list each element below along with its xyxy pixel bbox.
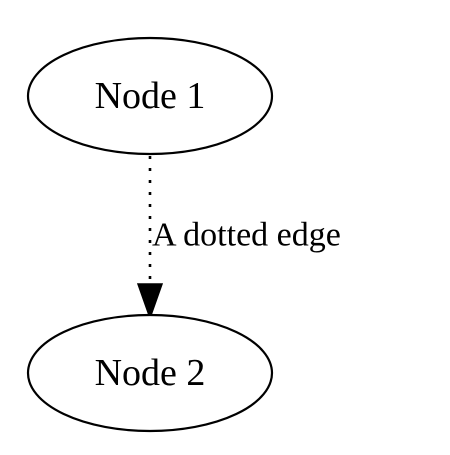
- node-1-ellipse: [26, 36, 274, 156]
- edge-label: A dotted edge: [152, 217, 341, 254]
- edge-node1-to-node2[interactable]: A dotted edge: [136, 156, 341, 321]
- node-1[interactable]: Node 1: [26, 36, 274, 156]
- node-2-ellipse: [26, 313, 274, 433]
- edge-arrowhead: [136, 283, 164, 321]
- node-1-label: Node 1: [95, 75, 206, 117]
- node-2[interactable]: Node 2: [26, 313, 274, 433]
- node-2-label: Node 2: [95, 352, 206, 394]
